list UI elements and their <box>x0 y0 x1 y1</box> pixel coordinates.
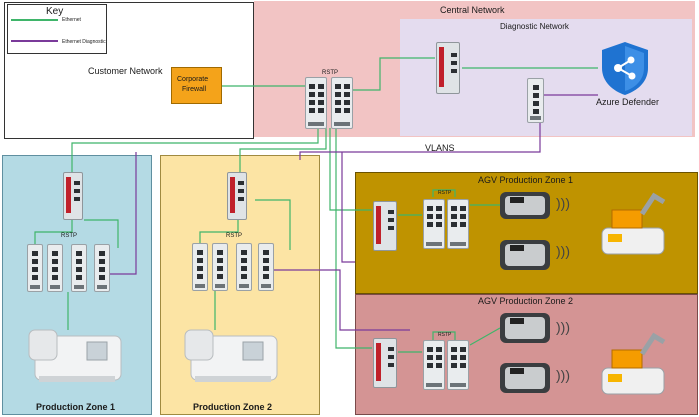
corporate-firewall-label-line2: Firewall <box>182 86 207 93</box>
vlan-diagnostic-trunk <box>299 122 541 160</box>
agv-zone-2-label: AGV Production Zone 2 <box>478 296 574 306</box>
pz2-firewall[interactable] <box>227 172 247 220</box>
agv1-robot <box>601 192 666 255</box>
pz1-switch-3[interactable] <box>71 244 87 292</box>
pz2-switch-2[interactable] <box>212 243 228 291</box>
corporate-firewall[interactable] <box>171 67 222 104</box>
central-to-pz1-link <box>71 128 319 172</box>
agv2-controller-2[interactable] <box>500 363 550 393</box>
agv1-firewall[interactable] <box>373 201 397 251</box>
agv1-switch-b[interactable] <box>447 199 469 249</box>
azure-defender-label: Azure Defender <box>596 97 660 107</box>
pz2-loop <box>255 199 291 250</box>
vlans-label: VLANS <box>425 143 455 153</box>
pz2-ring <box>199 220 239 244</box>
key-item-ethernet-diagnostic: Ethernet Diagnostic <box>62 39 106 45</box>
agv2-firewall[interactable] <box>373 338 397 388</box>
agv-diagnostic-link <box>341 152 355 263</box>
pz1-rstp-label: RSTP <box>61 233 78 239</box>
corporate-firewall-label-line1: Corporate <box>177 76 209 83</box>
agv1-wifi-icon-2: ))) <box>556 243 570 259</box>
key-title: Key <box>46 6 64 17</box>
central-switch-b[interactable] <box>331 77 353 129</box>
pz2-production-machine <box>184 329 278 382</box>
pz1-ring <box>34 220 73 244</box>
agv2-robot <box>601 332 666 395</box>
pz2-diagnostic-link <box>270 269 410 331</box>
agv1-wifi-icon-1: ))) <box>556 195 570 211</box>
pz1-switch-1[interactable] <box>27 244 43 292</box>
agv2-switch-b[interactable] <box>447 340 469 390</box>
diagnostic-switch[interactable] <box>527 78 544 123</box>
pz2-switch-1[interactable] <box>192 243 208 291</box>
pz1-firewall[interactable] <box>63 172 83 220</box>
central-switch-a[interactable] <box>305 77 327 129</box>
pz2-rstp-label: RSTP <box>226 233 243 239</box>
pz1-switch-2[interactable] <box>47 244 63 292</box>
agv1-controller-2[interactable] <box>500 240 550 270</box>
agv1-switch-a[interactable] <box>423 199 445 249</box>
agv2-wifi-icon-1: ))) <box>556 319 570 335</box>
central-switch-to-diagnostic-firewall-link <box>352 57 435 91</box>
azure-defender-shield-icon <box>602 42 648 95</box>
production-zone-2-label: Production Zone 2 <box>193 402 273 412</box>
central-rstp-label-text: RSTP <box>322 70 339 76</box>
agv2-rstp-label: RSTP <box>438 332 452 338</box>
central-to-agv1-link <box>329 128 372 211</box>
pz2-switch-4[interactable] <box>258 243 274 291</box>
key-legend <box>7 4 107 54</box>
agv1-controller-1[interactable] <box>500 192 550 219</box>
agv2-switch-a[interactable] <box>423 340 445 390</box>
production-zone-1-label: Production Zone 1 <box>36 402 116 412</box>
diagnostic-network-label: Diagnostic Network <box>500 22 569 31</box>
pz1-production-machine <box>28 329 122 382</box>
pz1-switch-4[interactable] <box>94 244 110 292</box>
agv2-agv-links <box>469 327 501 346</box>
central-to-agv2-link <box>335 128 372 349</box>
key-item-ethernet: Ethernet <box>62 17 81 23</box>
agv-zone-1-label: AGV Production Zone 1 <box>478 175 574 185</box>
agv2-wifi-icon-2: ))) <box>556 367 570 383</box>
customer-network-label: Customer Network <box>88 66 163 76</box>
pz2-switch-3[interactable] <box>236 243 252 291</box>
pz1-loop <box>84 219 119 248</box>
central-network-label: Central Network <box>440 5 505 15</box>
agv2-ring <box>432 331 456 340</box>
agv2-controller-1[interactable] <box>500 313 550 343</box>
pz1-diagnostic-link <box>110 152 137 275</box>
agv1-ring <box>432 189 456 197</box>
agv1-rstp-label: RSTP <box>438 190 452 196</box>
central-to-pz2-link <box>239 128 327 172</box>
diagnostic-firewall[interactable] <box>436 42 460 94</box>
